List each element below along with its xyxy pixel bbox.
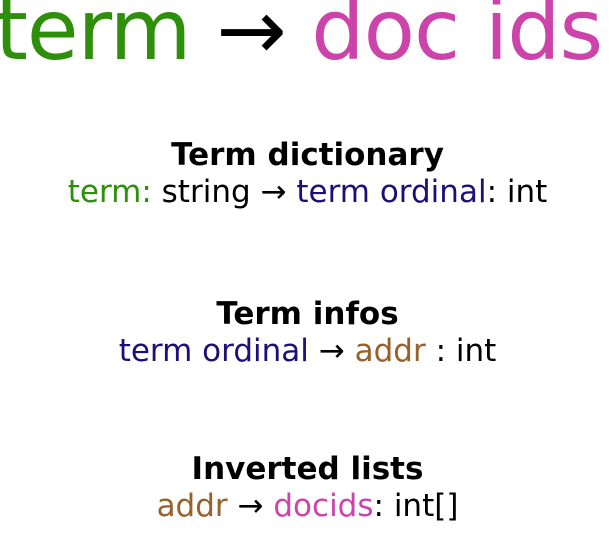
int-array-type: : int[] xyxy=(373,488,459,525)
docids-label: docids xyxy=(273,488,374,525)
term-infos-heading: Term infos xyxy=(216,296,399,332)
arrow: → xyxy=(237,488,264,525)
term-label: term: xyxy=(67,174,152,211)
term-dictionary-heading: Term dictionary xyxy=(171,137,444,173)
inverted-lists-heading: Inverted lists xyxy=(191,451,424,487)
inverted-lists-mapping: addr → docids: int[] xyxy=(0,488,615,525)
inverted-lists-section: Inverted lists addr → docids: int[] xyxy=(0,451,615,525)
arrow: → xyxy=(318,333,345,370)
addr-label: addr xyxy=(156,488,228,525)
addr-label: addr xyxy=(354,333,426,370)
int-type: : int xyxy=(435,333,497,370)
main-title: term → doc ids xyxy=(0,0,615,72)
term-dictionary-mapping: term: string → term ordinal: int xyxy=(0,174,615,211)
term-ordinal-label: term ordinal xyxy=(118,333,309,370)
term-ordinal-label: term ordinal xyxy=(296,174,487,211)
title-arrow: → xyxy=(216,0,286,79)
arrow: → xyxy=(260,174,287,211)
title-term: term xyxy=(0,0,191,79)
int-type: : int xyxy=(486,174,548,211)
term-infos-section: Term infos term ordinal → addr : int xyxy=(0,296,615,370)
title-doc-ids: doc ids xyxy=(311,0,603,79)
term-infos-mapping: term ordinal → addr : int xyxy=(0,333,615,370)
string-type: string xyxy=(161,174,251,211)
term-dictionary-section: Term dictionary term: string → term ordi… xyxy=(0,137,615,211)
